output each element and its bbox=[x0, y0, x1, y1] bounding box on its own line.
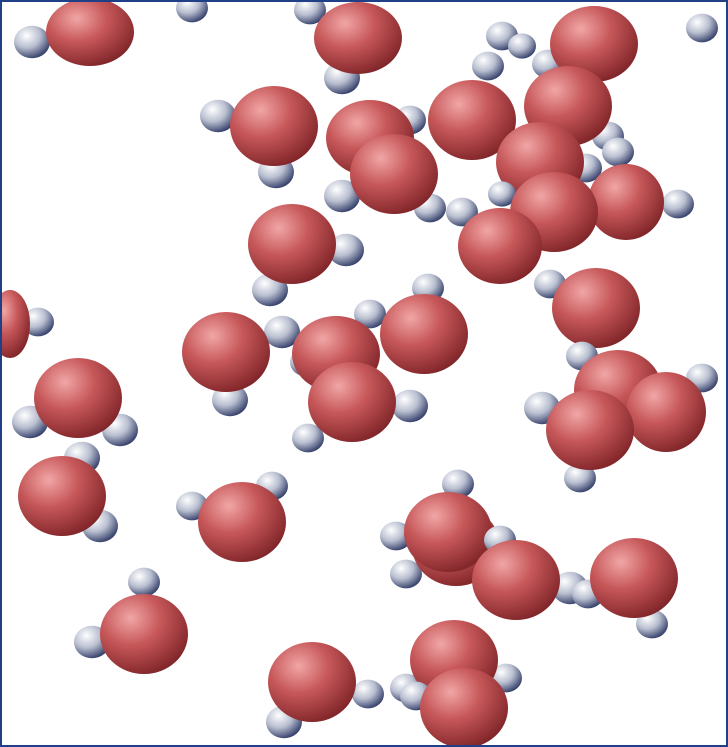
oxygen-atom bbox=[428, 80, 516, 160]
water-molecule bbox=[472, 525, 588, 620]
oxygen-atom bbox=[198, 482, 286, 562]
water-molecule bbox=[292, 362, 428, 453]
hydrogen-atom bbox=[22, 307, 54, 337]
oxygen-atom bbox=[314, 2, 402, 74]
water-molecule bbox=[534, 268, 640, 348]
water-molecule bbox=[486, 6, 718, 82]
hydrogen-atom bbox=[602, 137, 634, 167]
oxygen-atom bbox=[308, 362, 396, 442]
water-molecule bbox=[400, 668, 508, 745]
hydrogen-atom bbox=[662, 189, 694, 219]
hydrogen-atom bbox=[390, 559, 422, 589]
oxygen-atom bbox=[552, 268, 640, 348]
hydrogen-atom bbox=[442, 469, 474, 499]
water-molecule bbox=[248, 204, 364, 307]
hydrogen-atom bbox=[328, 233, 364, 267]
water-molecule bbox=[182, 312, 300, 417]
hydrogen-atom bbox=[392, 389, 428, 423]
hydrogen-atom bbox=[686, 13, 718, 43]
oxygen-atom bbox=[2, 290, 30, 358]
hydrogen-atom bbox=[324, 179, 360, 213]
oxygen-atom bbox=[268, 642, 356, 722]
hydrogen-atom bbox=[212, 383, 248, 417]
water-molecule bbox=[446, 197, 542, 284]
hydrogen-atom bbox=[472, 51, 504, 81]
hydrogen-atom bbox=[294, 2, 326, 25]
water-molecule bbox=[12, 358, 138, 447]
oxygen-atom bbox=[100, 594, 188, 674]
water-molecule bbox=[404, 469, 492, 572]
oxygen-atom bbox=[404, 492, 492, 572]
hydrogen-atom bbox=[354, 299, 386, 329]
hydrogen-atom bbox=[446, 197, 478, 227]
molecules-layer bbox=[2, 2, 718, 745]
water-molecule bbox=[572, 538, 678, 639]
oxygen-atom bbox=[350, 134, 438, 214]
oxygen-atom bbox=[472, 540, 560, 620]
hydrogen-atom bbox=[508, 33, 536, 59]
hydrogen-atom bbox=[200, 99, 236, 133]
oxygen-atom bbox=[182, 312, 270, 392]
water-molecule bbox=[200, 86, 318, 189]
hydrogen-atom bbox=[14, 25, 50, 59]
water-molecule bbox=[266, 642, 384, 739]
oxygen-atom bbox=[380, 294, 468, 374]
water-molecule bbox=[626, 363, 718, 452]
hydrogen-atom bbox=[264, 315, 300, 349]
hydrogen-atom bbox=[176, 2, 208, 23]
water-molecule bbox=[18, 441, 118, 543]
oxygen-atom bbox=[34, 358, 122, 438]
water-molecule bbox=[324, 134, 446, 223]
oxygen-atom bbox=[590, 538, 678, 618]
oxygen-atom bbox=[46, 2, 134, 66]
oxygen-atom bbox=[458, 208, 542, 284]
hydrogen-atom bbox=[352, 679, 384, 709]
water-molecule bbox=[176, 2, 402, 95]
water-molecule bbox=[354, 273, 468, 374]
water-molecule bbox=[14, 2, 134, 66]
hydrogen-atom bbox=[292, 423, 324, 453]
hydrogen-atom bbox=[128, 567, 160, 597]
water-molecule bbox=[2, 290, 54, 358]
oxygen-atom bbox=[18, 456, 106, 536]
water-molecule bbox=[74, 567, 188, 674]
oxygen-atom bbox=[420, 668, 508, 745]
hydrogen-atom bbox=[564, 463, 596, 493]
oxygen-atom bbox=[626, 372, 706, 452]
hydrogen-atom bbox=[488, 181, 516, 207]
oxygen-atom bbox=[546, 390, 634, 470]
oxygen-atom bbox=[248, 204, 336, 284]
water-molecule bbox=[588, 137, 694, 240]
water-molecule bbox=[176, 471, 288, 562]
oxygen-atom bbox=[550, 6, 638, 82]
oxygen-atom bbox=[230, 86, 318, 166]
water-molecule bbox=[524, 390, 634, 493]
hydrogen-atom bbox=[380, 521, 412, 551]
oxygen-atom bbox=[588, 164, 664, 240]
